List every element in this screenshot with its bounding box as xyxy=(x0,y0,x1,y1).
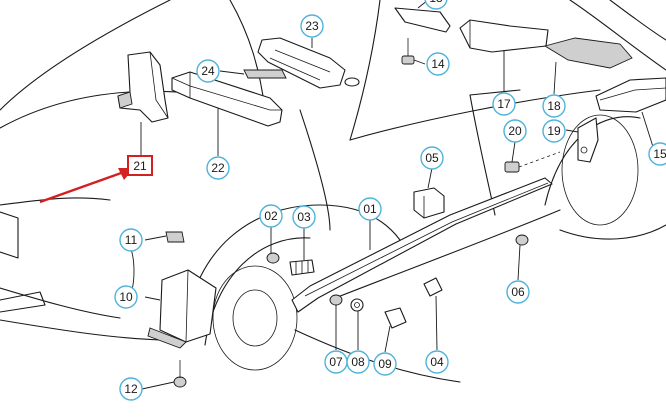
svg-text:08: 08 xyxy=(351,355,365,369)
part-23-cover xyxy=(257,37,360,89)
part-18-mat xyxy=(543,37,633,69)
part-label-07: 07 xyxy=(324,350,348,374)
svg-text:17: 17 xyxy=(497,97,511,111)
part-label-09: 09 xyxy=(373,352,397,376)
part-label-17: 17 xyxy=(492,92,516,116)
svg-text:09: 09 xyxy=(378,357,392,371)
part-label-18: 18 xyxy=(542,94,566,118)
part-09-clip xyxy=(384,307,407,329)
part-24-plate xyxy=(243,69,287,79)
svg-text:03: 03 xyxy=(297,210,311,224)
part-label-04: 04 xyxy=(425,350,449,374)
part-03-clip xyxy=(289,259,315,276)
svg-text:13: 13 xyxy=(429,0,443,5)
part-19-bracket xyxy=(577,117,599,163)
part-02-screw xyxy=(266,252,280,264)
part-label-02: 02 xyxy=(259,204,283,228)
svg-text:04: 04 xyxy=(430,355,444,369)
part-08-washer xyxy=(350,298,364,312)
part-label-22: 22 xyxy=(206,156,230,180)
svg-text:22: 22 xyxy=(211,161,225,175)
part-05-block xyxy=(413,187,445,219)
part-label-15: 15 xyxy=(648,142,666,166)
part-11-clip xyxy=(165,231,185,243)
part-22-duct xyxy=(171,71,283,127)
svg-text:07: 07 xyxy=(329,355,343,369)
part-label-20: 20 xyxy=(503,119,527,143)
part-04-grommet xyxy=(423,277,443,297)
part-label-13: 13 xyxy=(424,0,448,10)
part-label-14: 14 xyxy=(426,52,450,76)
svg-text:19: 19 xyxy=(547,124,561,138)
part-07-nut xyxy=(329,294,343,306)
part-label-24: 24 xyxy=(196,59,220,83)
svg-text:01: 01 xyxy=(363,202,377,216)
part-14-clip xyxy=(401,38,415,65)
part-13-seal xyxy=(394,7,451,33)
part-label-10: 10 xyxy=(114,285,138,309)
svg-text:21: 21 xyxy=(133,159,147,173)
svg-text:02: 02 xyxy=(264,209,278,223)
part-21-bracket xyxy=(117,51,169,123)
svg-text:20: 20 xyxy=(508,124,522,138)
svg-text:05: 05 xyxy=(425,151,439,165)
part-01-sill xyxy=(291,177,553,313)
svg-text:12: 12 xyxy=(124,382,138,396)
part-10-bracket xyxy=(147,269,217,349)
pointer-arrow xyxy=(39,168,134,204)
part-label-19: 19 xyxy=(542,119,566,143)
part-label-01: 01 xyxy=(358,197,382,221)
part-15-rail xyxy=(595,77,666,113)
svg-text:11: 11 xyxy=(125,233,138,247)
part-label-12: 12 xyxy=(119,377,143,401)
svg-text:23: 23 xyxy=(305,19,319,33)
svg-text:24: 24 xyxy=(201,64,215,78)
svg-text:14: 14 xyxy=(431,57,445,71)
part-label-08: 08 xyxy=(346,350,370,374)
part-12-bolt xyxy=(173,360,187,388)
part-06-screw xyxy=(515,234,529,246)
part-label-06: 06 xyxy=(506,280,530,304)
svg-text:10: 10 xyxy=(119,290,133,304)
part-label-03: 03 xyxy=(292,205,316,229)
svg-text:15: 15 xyxy=(653,147,666,161)
part-label-05: 05 xyxy=(420,146,444,170)
svg-text:18: 18 xyxy=(547,99,561,113)
part-17-plate xyxy=(459,19,549,53)
part-label-11: 11 xyxy=(119,228,143,252)
part-label-21-highlighted: 21 xyxy=(127,155,153,176)
svg-text:06: 06 xyxy=(511,285,525,299)
part-label-23: 23 xyxy=(300,14,324,38)
